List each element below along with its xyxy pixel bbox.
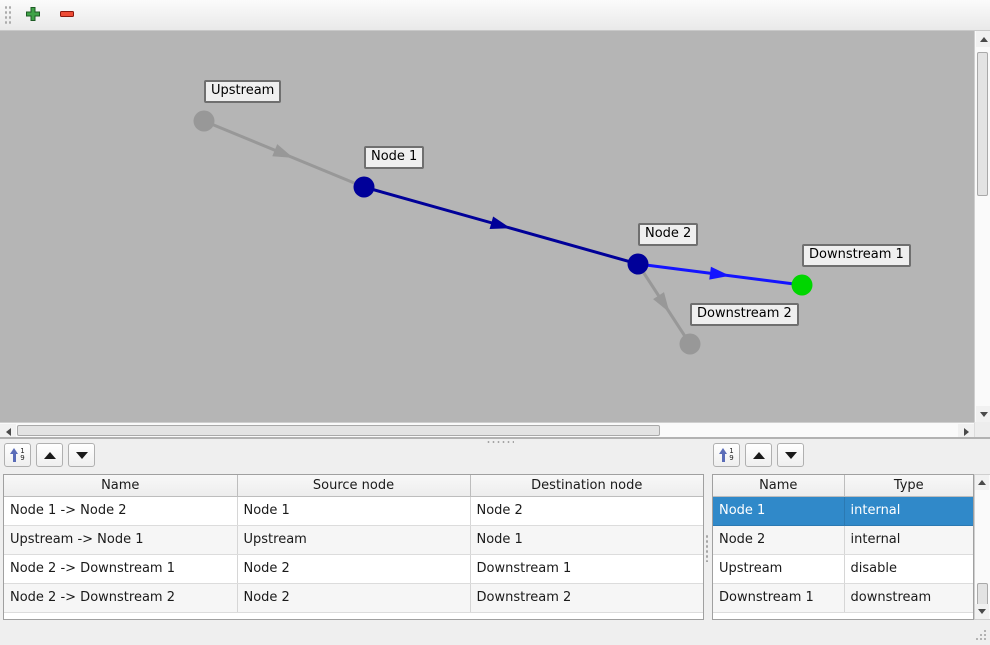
cell[interactable]: Node 2 <box>237 583 471 613</box>
graph-svg <box>193 110 813 355</box>
edge-arrow-icon <box>709 266 730 280</box>
cell[interactable]: Node 1 <box>237 496 471 526</box>
move-up-button[interactable] <box>745 443 772 467</box>
graph-node[interactable] <box>193 110 215 132</box>
cell[interactable]: Upstream <box>713 554 845 584</box>
node-label[interactable]: Node 2 <box>638 223 699 246</box>
cell[interactable]: Node 1 -> Node 2 <box>4 496 238 526</box>
cell[interactable]: Upstream -> Node 1 <box>4 525 238 555</box>
nodes-table-scrollbar[interactable] <box>974 474 990 620</box>
node-label[interactable]: Upstream <box>204 80 282 103</box>
plus-icon <box>25 6 41 25</box>
cell[interactable]: Downstream 1 <box>470 554 703 584</box>
pane-splitter[interactable] <box>705 534 709 562</box>
canvas-vertical-scrollbar[interactable] <box>974 31 990 422</box>
arrow-up-icon <box>752 451 765 459</box>
scroll-right-button[interactable] <box>958 424 974 439</box>
table-row[interactable]: Node 1 -> Node 2 Node 1 Node 2 <box>4 496 703 526</box>
arrow-down-icon <box>75 451 88 459</box>
cell[interactable]: Node 2 <box>713 525 845 555</box>
cell[interactable]: internal <box>844 496 973 526</box>
nodes-table-header-row: Name Type <box>713 475 973 497</box>
node-label[interactable]: Downstream 1 <box>802 244 911 267</box>
move-down-button[interactable] <box>777 443 804 467</box>
edge-arrow-icon <box>272 144 294 158</box>
cell[interactable]: Node 2 <box>237 554 471 584</box>
table-row[interactable]: Node 2 -> Downstream 2 Node 2 Downstream… <box>4 583 703 613</box>
cell[interactable]: disable <box>844 554 973 584</box>
graph-node[interactable] <box>679 333 701 355</box>
scroll-up-button[interactable] <box>975 475 989 490</box>
minus-icon <box>59 6 75 25</box>
move-up-button[interactable] <box>36 443 63 467</box>
table-row-selected[interactable]: Node 1 internal <box>713 496 973 526</box>
arrow-right-icon <box>963 427 969 436</box>
table-row[interactable]: Upstream disable <box>713 554 973 584</box>
table-row[interactable]: Downstream 1 downstream <box>713 583 973 613</box>
cell[interactable]: Node 1 <box>470 525 703 555</box>
edges-table: Name Source node Destination node Node 1… <box>3 474 704 620</box>
edges-table-header-row: Name Source node Destination node <box>4 475 703 497</box>
scroll-left-button[interactable] <box>0 424 16 439</box>
table-row[interactable]: Node 2 -> Downstream 1 Node 2 Downstream… <box>4 554 703 584</box>
graph-node[interactable] <box>353 176 375 198</box>
scroll-up-button[interactable] <box>976 31 990 47</box>
arrow-up-icon <box>43 451 56 459</box>
scroll-down-button[interactable] <box>976 406 990 422</box>
horizontal-splitter[interactable] <box>0 437 990 439</box>
scroll-down-button[interactable] <box>975 604 989 619</box>
graph-node[interactable] <box>791 274 813 296</box>
table-row[interactable]: Upstream -> Node 1 Upstream Node 1 <box>4 525 703 555</box>
add-button[interactable] <box>18 2 48 28</box>
edge-arrow-icon <box>489 216 511 230</box>
cell[interactable]: internal <box>844 525 973 555</box>
sort-ascending-icon <box>10 448 24 462</box>
arrow-left-icon <box>5 427 11 436</box>
column-header-name[interactable]: Name <box>713 475 845 497</box>
column-header-name[interactable]: Name <box>4 475 238 497</box>
edges-table-toolbar <box>4 443 100 467</box>
cell[interactable]: Node 2 <box>470 496 703 526</box>
table-row[interactable]: Node 2 internal <box>713 525 973 555</box>
node-label[interactable]: Downstream 2 <box>690 303 799 326</box>
cell[interactable]: downstream <box>844 583 973 613</box>
resize-grip-icon[interactable] <box>976 630 988 642</box>
scrollbar-corner <box>974 422 990 438</box>
cell[interactable]: Node 2 -> Downstream 2 <box>4 583 238 613</box>
edge-arrow-icon <box>653 292 670 313</box>
toolbar-drag-handle[interactable] <box>3 4 12 26</box>
arrow-down-icon <box>978 609 986 614</box>
move-down-button[interactable] <box>68 443 95 467</box>
arrow-down-icon <box>784 451 797 459</box>
nodes-table: Name Type Node 1 internal Node 2 interna… <box>712 474 974 620</box>
node-label[interactable]: Node 1 <box>364 146 425 169</box>
column-header-destination-node[interactable]: Destination node <box>469 475 703 497</box>
sort-ascending-icon <box>719 448 733 462</box>
arrow-up-icon <box>979 36 988 42</box>
vertical-scroll-thumb[interactable] <box>977 52 988 196</box>
sort-button[interactable] <box>713 443 740 467</box>
cell[interactable]: Downstream 2 <box>470 583 703 613</box>
cell[interactable]: Node 2 -> Downstream 1 <box>4 554 238 584</box>
remove-button[interactable] <box>52 2 82 28</box>
column-header-type[interactable]: Type <box>843 475 973 497</box>
arrow-up-icon <box>978 480 986 485</box>
canvas-horizontal-scrollbar[interactable] <box>0 422 974 439</box>
cell[interactable]: Upstream <box>237 525 471 555</box>
graph-node[interactable] <box>627 253 649 275</box>
splitter-grip[interactable] <box>486 440 514 444</box>
horizontal-scroll-thumb[interactable] <box>17 425 660 436</box>
column-header-source-node[interactable]: Source node <box>236 475 471 497</box>
arrow-down-icon <box>979 411 988 417</box>
sort-button[interactable] <box>4 443 31 467</box>
nodes-table-toolbar <box>713 443 809 467</box>
main-toolbar <box>0 0 990 31</box>
cell[interactable]: Downstream 1 <box>713 583 845 613</box>
cell[interactable]: Node 1 <box>713 496 845 526</box>
